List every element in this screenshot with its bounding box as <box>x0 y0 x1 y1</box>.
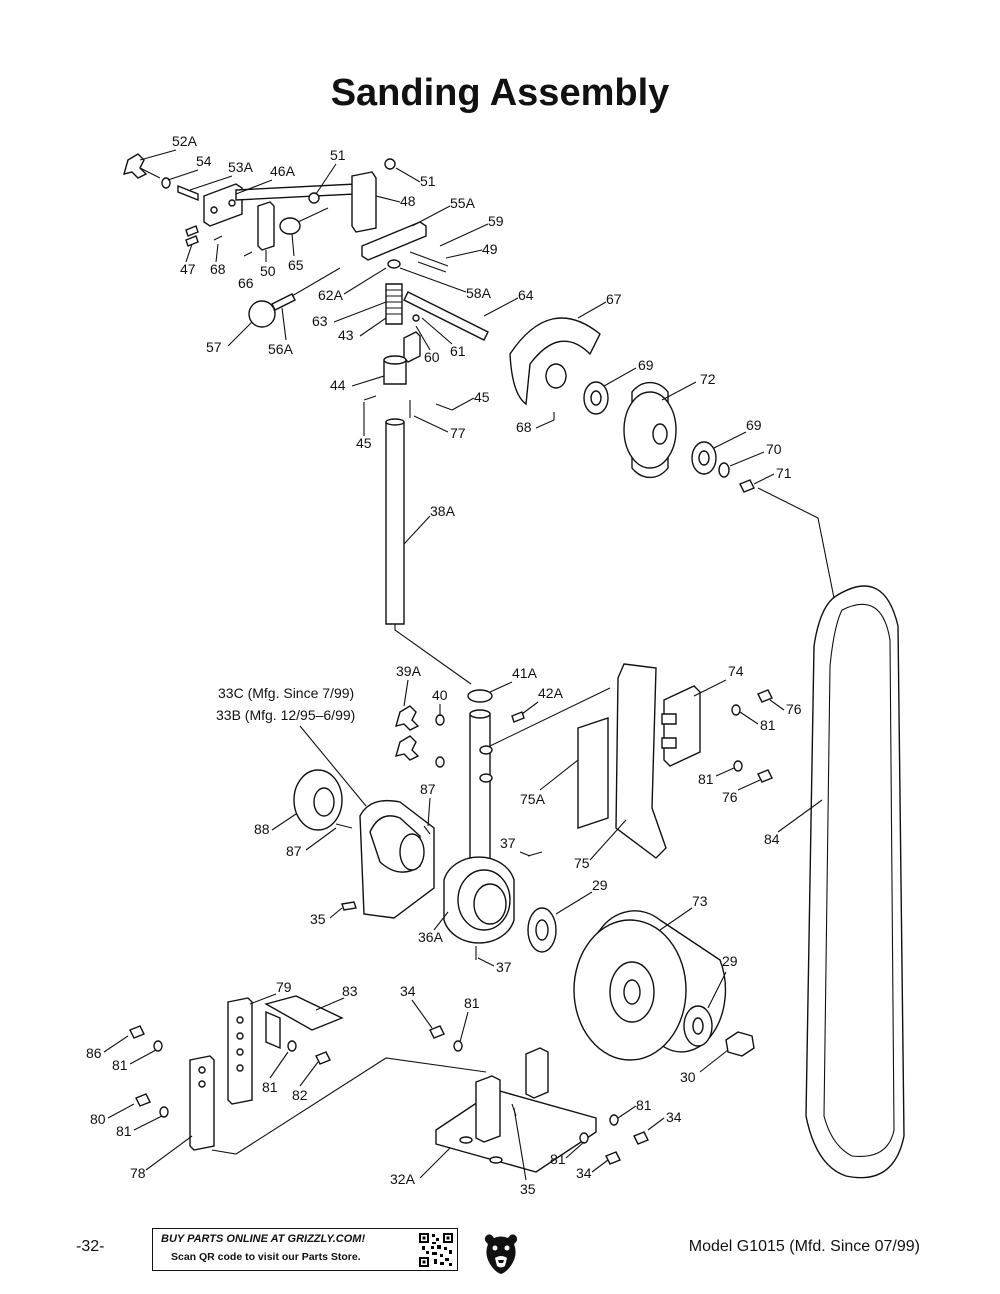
callout-81: 81 <box>550 1151 566 1167</box>
callout-62A: 62A <box>318 287 344 303</box>
callout-81: 81 <box>116 1123 132 1139</box>
callout-48: 48 <box>400 193 416 209</box>
page-number: -32- <box>76 1238 105 1255</box>
qr-code-icon[interactable] <box>418 1232 454 1268</box>
callout-81: 81 <box>698 771 714 787</box>
callout-46A: 46A <box>270 163 296 179</box>
callout-68: 68 <box>210 261 226 277</box>
callout-57: 57 <box>206 339 222 355</box>
callout-67: 67 <box>606 291 622 307</box>
top-wheel-group <box>509 317 755 493</box>
callout-51: 51 <box>330 147 346 163</box>
callout-78: 78 <box>130 1165 146 1181</box>
callout-34: 34 <box>666 1109 682 1125</box>
callout-73: 73 <box>692 893 708 909</box>
callout-51: 51 <box>420 173 436 189</box>
callout-79: 79 <box>276 979 292 995</box>
callout-37: 37 <box>500 835 516 851</box>
callout-53A: 53A <box>228 159 254 175</box>
callout-68: 68 <box>516 419 532 435</box>
callout-30: 30 <box>680 1069 696 1085</box>
arm-assembly <box>122 153 489 418</box>
base-bracket-32a <box>211 1025 649 1173</box>
parts-store-banner[interactable]: BUY PARTS ONLINE AT GRIZZLY.COM! Scan QR… <box>152 1228 458 1271</box>
tool-rest-post <box>394 689 543 960</box>
callout-71: 71 <box>776 465 792 481</box>
callout-80: 80 <box>90 1111 106 1127</box>
callout-44: 44 <box>330 377 346 393</box>
callout-63: 63 <box>312 313 328 329</box>
callout-35: 35 <box>310 911 326 927</box>
callout-29: 29 <box>592 877 608 893</box>
callout-81: 81 <box>636 1097 652 1113</box>
callout-76: 76 <box>722 789 738 805</box>
callout-81: 81 <box>760 717 776 733</box>
callout-76: 76 <box>786 701 802 717</box>
callout-64: 64 <box>518 287 534 303</box>
callout-70: 70 <box>766 441 782 457</box>
buy-parts-line: BUY PARTS ONLINE AT GRIZZLY.COM! <box>161 1233 366 1245</box>
column-38a <box>385 418 472 685</box>
callout-42A: 42A <box>538 685 564 701</box>
callout-55A: 55A <box>450 195 476 211</box>
callout-49: 49 <box>482 241 498 257</box>
callout-87: 87 <box>286 843 302 859</box>
callout-58A: 58A <box>466 285 492 301</box>
scan-qr-line: Scan QR code to visit our Parts Store. <box>171 1251 361 1263</box>
exploded-parts-diagram: 52A 54 53A 46A 51 51 48 55A 59 49 47 68 … <box>86 133 905 1197</box>
callout-47: 47 <box>180 261 196 277</box>
callout-39A: 39A <box>396 663 422 679</box>
callout-69: 69 <box>746 417 762 433</box>
callout-29: 29 <box>722 953 738 969</box>
callout-81: 81 <box>112 1057 128 1073</box>
callout-61: 61 <box>450 343 466 359</box>
callout-81: 81 <box>464 995 480 1011</box>
callout-54: 54 <box>196 153 212 169</box>
callout-82: 82 <box>292 1087 308 1103</box>
callout-37: 37 <box>496 959 512 975</box>
callout-34: 34 <box>576 1165 592 1181</box>
callout-75: 75 <box>574 855 590 871</box>
callout-77: 77 <box>450 425 466 441</box>
callout-87: 87 <box>420 781 436 797</box>
callout-35: 35 <box>520 1181 536 1197</box>
callout-65: 65 <box>288 257 304 273</box>
small-table-group <box>129 995 344 1151</box>
callout-34: 34 <box>400 983 416 999</box>
callout-88: 88 <box>254 821 270 837</box>
callout-38A: 38A <box>430 503 456 519</box>
callout-43: 43 <box>338 327 354 343</box>
page-title: Sanding Assembly <box>330 72 670 114</box>
callout-33B: 33B (Mfg. 12/95–6/99) <box>216 707 355 723</box>
callout-36A: 36A <box>418 929 444 945</box>
callout-40: 40 <box>432 687 448 703</box>
platen-group <box>489 663 773 859</box>
callout-32A: 32A <box>390 1171 416 1187</box>
belt-84 <box>757 487 905 1179</box>
callout-83: 83 <box>342 983 358 999</box>
callout-81: 81 <box>262 1079 278 1095</box>
callout-84: 84 <box>764 831 780 847</box>
callout-52A: 52A <box>172 133 198 149</box>
callout-66: 66 <box>238 275 254 291</box>
callout-45: 45 <box>356 435 372 451</box>
callout-41A: 41A <box>512 665 538 681</box>
grizzly-bear-logo-icon <box>484 1234 518 1274</box>
callout-69: 69 <box>638 357 654 373</box>
callout-labels: 52A 54 53A 46A 51 51 48 55A 59 49 47 68 … <box>86 133 802 1197</box>
leader-lines <box>103 149 823 1181</box>
callout-50: 50 <box>260 263 276 279</box>
callout-72: 72 <box>700 371 716 387</box>
callout-86: 86 <box>86 1045 102 1061</box>
drive-wheel-73 <box>527 907 755 1061</box>
callout-45: 45 <box>474 389 490 405</box>
callout-60: 60 <box>424 349 440 365</box>
callout-74: 74 <box>728 663 744 679</box>
motor-mount-33c <box>293 769 435 919</box>
callout-33C: 33C (Mfg. Since 7/99) <box>218 685 354 701</box>
model-text: Model G1015 (Mfd. Since 07/99) <box>688 1238 920 1255</box>
callout-56A: 56A <box>268 341 294 357</box>
callout-75A: 75A <box>520 791 546 807</box>
callout-59: 59 <box>488 213 504 229</box>
